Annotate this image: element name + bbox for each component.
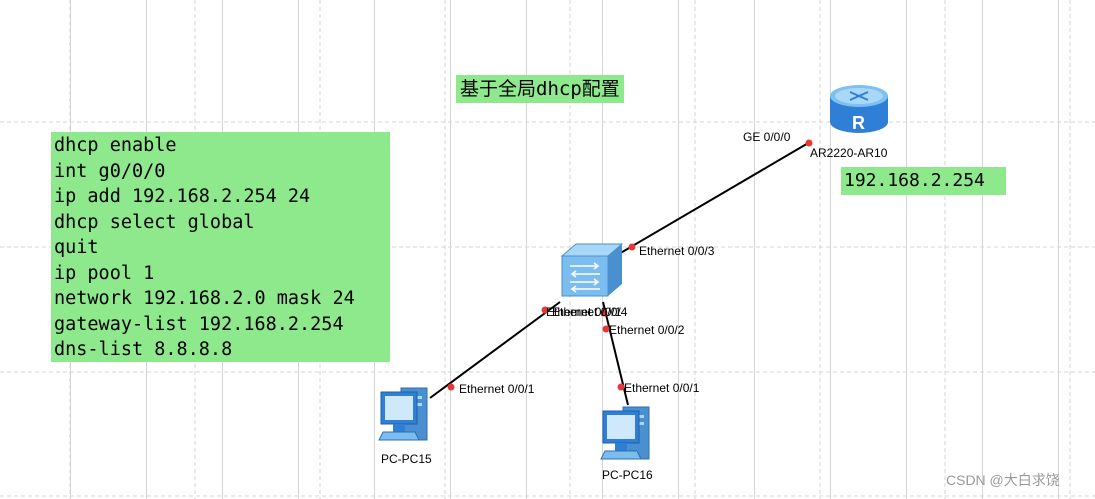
switch-icon[interactable] bbox=[560, 243, 624, 297]
pc16-port-label: Ethernet 0/0/1 bbox=[624, 381, 700, 395]
router-port-label: GE 0/0/0 bbox=[743, 130, 791, 144]
config-line: dns-list 8.8.8.8 bbox=[54, 339, 233, 360]
link-router-switch bbox=[611, 141, 811, 259]
port-dots bbox=[447, 139, 813, 391]
pc15-icon[interactable] bbox=[378, 387, 428, 441]
switch-port-label-4: Ethernet 0/0/4 bbox=[552, 305, 628, 319]
switch-port-label-3: Ethernet 0/0/3 bbox=[639, 244, 715, 258]
pc16-name-label: PC-PC16 bbox=[602, 468, 653, 482]
router-icon[interactable]: R bbox=[830, 85, 888, 133]
svg-text:R: R bbox=[852, 113, 865, 133]
config-line: gateway-list 192.168.2.254 bbox=[54, 313, 344, 335]
config-commands: dhcp enable int g0/0/0 ip add 192.168.2.… bbox=[51, 132, 390, 362]
router-ip-label: 192.168.2.254 bbox=[841, 167, 1006, 195]
config-line: int g0/0/0 bbox=[54, 160, 166, 182]
pc16-icon[interactable] bbox=[600, 406, 650, 460]
config-line: quit bbox=[54, 237, 99, 258]
router-name-label: AR2220-AR10 bbox=[810, 146, 888, 160]
diagram-title: 基于全局dhcp配置 bbox=[456, 75, 624, 103]
pc15-name-label: PC-PC15 bbox=[381, 452, 432, 466]
config-line: dhcp enable bbox=[54, 135, 177, 156]
watermark: CSDN @大白求饶 bbox=[946, 472, 1060, 488]
switch-port-label-1: Ethernet 0/0/1 bbox=[546, 305, 622, 319]
link-switch-pc15 bbox=[429, 301, 561, 399]
switch-port-label-2: Ethernet 0/0/2 bbox=[609, 323, 685, 337]
config-line: network 192.168.2.0 mask 24 bbox=[54, 288, 355, 309]
config-line: dhcp select global bbox=[54, 211, 255, 233]
config-line: ip pool 1 bbox=[54, 262, 155, 284]
config-line: ip add 192.168.2.254 24 bbox=[54, 186, 311, 207]
pc15-port-label: Ethernet 0/0/1 bbox=[459, 382, 535, 396]
